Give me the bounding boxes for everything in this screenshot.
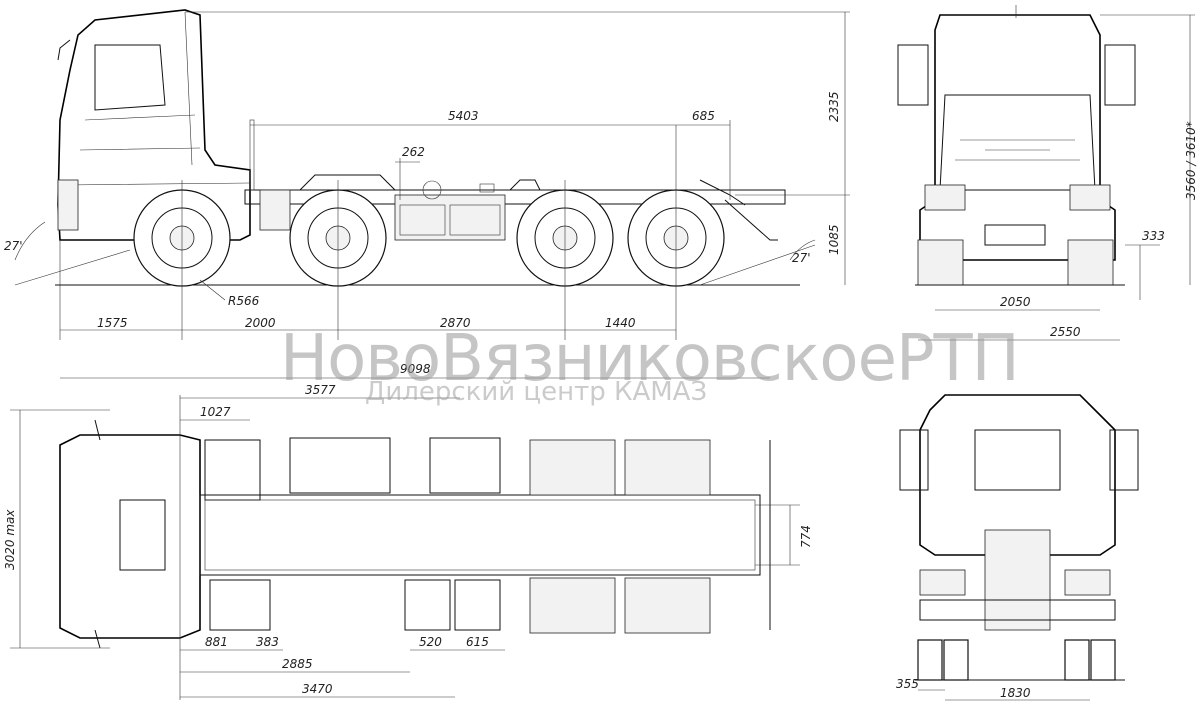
watermark: НовоВязниковскоеРТП Дилерский центр КАМА… (280, 322, 1020, 407)
dim-1575: 1575 (97, 316, 128, 330)
watermark-subtitle: Дилерский центр КАМАЗ (365, 377, 707, 407)
side-view: 1575 2000 2870 1440 5403 685 262 2335 10… (4, 9, 850, 340)
departure-angle: 27' (792, 251, 811, 265)
dim-3020: 3020 max (3, 509, 17, 570)
dim-1085: 1085 (827, 224, 841, 255)
dim-2885: 2885 (282, 657, 313, 671)
rear-view: 355 1830 (896, 394, 1139, 701)
rear-track: 1830 (1000, 686, 1031, 700)
dim-5403: 5403 (448, 109, 479, 123)
dim-1027: 1027 (200, 405, 231, 419)
front-width: 2550 (1050, 325, 1081, 339)
dim-3577: 3577 (305, 383, 336, 397)
watermark-title: НовоВязниковскоеРТП (280, 322, 1019, 396)
dim-262: 262 (402, 145, 425, 159)
dim-520: 520 (419, 635, 442, 649)
front-track: 2050 (1000, 295, 1031, 309)
dim-2870: 2870 (440, 316, 471, 330)
dim-774: 774 (799, 525, 813, 548)
dim-3470: 3470 (302, 682, 333, 696)
dim-881: 881 (205, 635, 228, 649)
dim-685: 685 (692, 109, 715, 123)
rear-dual-offset: 355 (896, 677, 919, 691)
approach-angle: 27' (4, 239, 23, 253)
front-view: 3560 / 3610* 333 2050 2550 (897, 5, 1198, 341)
dim-2000: 2000 (245, 316, 276, 330)
dim-1440: 1440 (605, 316, 636, 330)
front-clearance: 333 (1142, 229, 1165, 243)
top-view: 9098 3577 1027 3020 max 774 881 383 2885… (3, 362, 813, 700)
dim-9098: 9098 (400, 362, 431, 376)
front-height: 3560 / 3610* (1184, 121, 1198, 200)
dim-2335: 2335 (827, 91, 841, 122)
dim-383: 383 (256, 635, 279, 649)
turn-radius: R566 (228, 294, 260, 308)
dim-615: 615 (466, 635, 489, 649)
